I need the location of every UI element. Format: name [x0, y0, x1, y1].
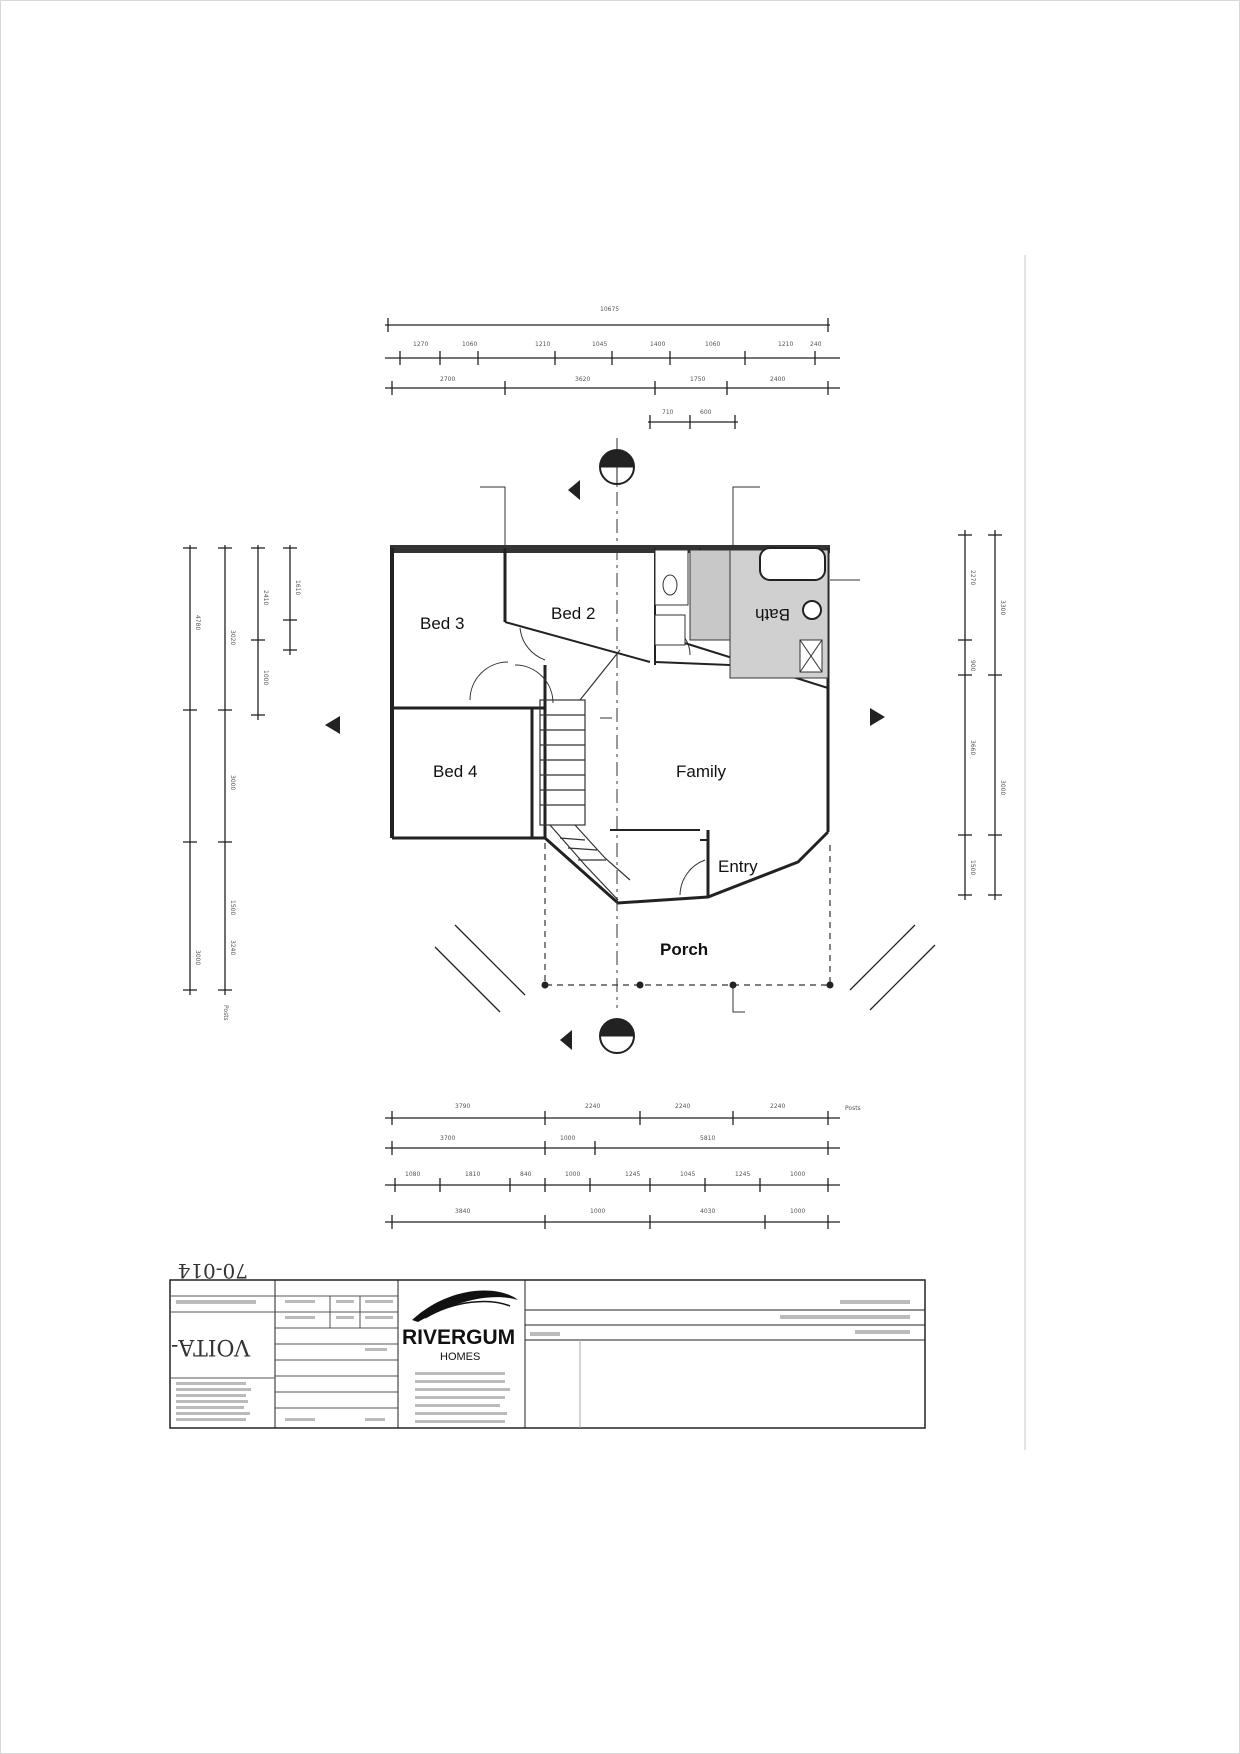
svg-text:3000: 3000 — [999, 780, 1006, 795]
svg-text:2270: 2270 — [969, 570, 976, 585]
svg-text:3840: 3840 — [455, 1208, 470, 1215]
room-label-bed4: Bed 4 — [433, 762, 477, 781]
svg-text:1610: 1610 — [294, 580, 301, 595]
svg-text:1245: 1245 — [625, 1171, 640, 1178]
svg-text:2240: 2240 — [770, 1103, 785, 1110]
svg-text:1045: 1045 — [592, 341, 607, 348]
svg-text:2700: 2700 — [440, 376, 455, 383]
svg-text:1000: 1000 — [590, 1208, 605, 1215]
porch-outline — [541, 843, 834, 1013]
svg-text:1500: 1500 — [969, 860, 976, 875]
annotation-leaders — [480, 486, 860, 719]
svg-text:1500: 1500 — [229, 900, 236, 915]
svg-text:1000: 1000 — [560, 1135, 575, 1142]
left-dimension-lines: 4780 3020 3000 1500 3240 3000 2410 1000 … — [183, 545, 301, 1021]
svg-text:4030: 4030 — [700, 1208, 715, 1215]
svg-text:2400: 2400 — [770, 376, 785, 383]
section-line — [325, 438, 885, 1054]
svg-text:1045: 1045 — [680, 1171, 695, 1178]
room-labels: Bed 3 Bed 2 Bed 4 Family Entry Porch — [420, 604, 758, 959]
svg-text:1750: 1750 — [690, 376, 705, 383]
svg-text:3020: 3020 — [229, 630, 236, 645]
svg-text:Posts: Posts — [845, 1105, 861, 1112]
svg-text:4780: 4780 — [194, 615, 201, 630]
title-block — [169, 1279, 926, 1429]
bottom-dimension-lines: 3790 2240 2240 2240 Posts 3700 1000 5810 1080… — [385, 1103, 861, 1229]
staircase — [539, 649, 631, 901]
room-label-family: Family — [676, 762, 727, 781]
svg-text:3000: 3000 — [229, 775, 236, 790]
svg-text:Posts: Posts — [222, 1005, 229, 1021]
svg-text:2240: 2240 — [675, 1103, 690, 1110]
svg-text:240: 240 — [810, 341, 822, 348]
bathroom: Bath — [654, 547, 829, 679]
svg-text:1000: 1000 — [565, 1171, 580, 1178]
svg-text:1210: 1210 — [778, 341, 793, 348]
svg-text:710: 710 — [662, 409, 674, 416]
svg-text:5810: 5810 — [700, 1135, 715, 1142]
room-label-bed3: Bed 3 — [420, 614, 464, 633]
svg-text:1000: 1000 — [790, 1208, 805, 1215]
right-dimension-lines: 2270 3300 900 3660 3000 1500 — [958, 530, 1006, 900]
svg-text:1210: 1210 — [535, 341, 550, 348]
svg-text:1080: 1080 — [405, 1171, 420, 1178]
svg-text:3000: 3000 — [194, 950, 201, 965]
svg-text:2410: 2410 — [262, 590, 269, 605]
handwritten-marks: 70-014 VOITA- — [171, 1259, 251, 1359]
svg-text:Bath: Bath — [755, 605, 790, 624]
svg-text:1400: 1400 — [650, 341, 665, 348]
svg-text:1060: 1060 — [462, 341, 477, 348]
svg-text:840: 840 — [520, 1171, 532, 1178]
room-label-entry: Entry — [718, 857, 758, 876]
svg-text:3240: 3240 — [229, 940, 236, 955]
svg-text:1245: 1245 — [735, 1171, 750, 1178]
brand-sub: HOMES — [440, 1351, 480, 1363]
room-label-porch: Porch — [660, 940, 708, 959]
svg-text:1270: 1270 — [413, 341, 428, 348]
svg-text:1810: 1810 — [465, 1171, 480, 1178]
svg-text:2240: 2240 — [585, 1103, 600, 1110]
svg-text:600: 600 — [700, 409, 712, 416]
brand-block: RIVERGUM HOMES — [402, 1326, 515, 1363]
svg-text:3660: 3660 — [969, 740, 976, 755]
diagonal-dimensions — [434, 924, 936, 1013]
svg-text:3700: 3700 — [440, 1135, 455, 1142]
brand-name: RIVERGUM — [402, 1326, 515, 1349]
svg-text:1000: 1000 — [262, 670, 269, 685]
svg-text:10675: 10675 — [600, 306, 619, 313]
svg-text:900: 900 — [969, 660, 976, 672]
room-label-bed2: Bed 2 — [551, 604, 595, 623]
svg-text:VOITA-: VOITA- — [171, 1334, 251, 1359]
svg-text:3300: 3300 — [999, 600, 1006, 615]
svg-text:1060: 1060 — [705, 341, 720, 348]
floor-plan-walls — [390, 545, 830, 905]
rivergum-leaf-logo — [412, 1290, 518, 1322]
svg-text:3620: 3620 — [575, 376, 590, 383]
svg-text:1000: 1000 — [790, 1171, 805, 1178]
svg-text:3790: 3790 — [455, 1103, 470, 1110]
svg-text:70-014: 70-014 — [178, 1259, 248, 1283]
